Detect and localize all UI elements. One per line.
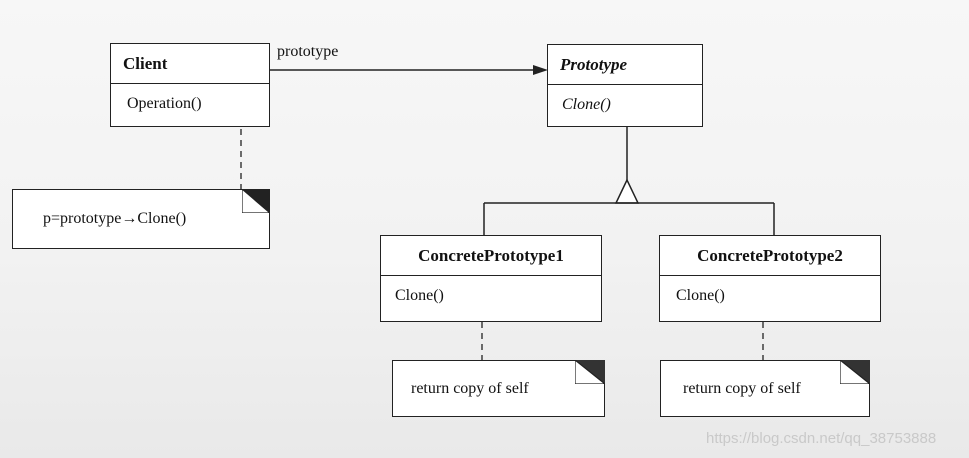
client-class-name: Client bbox=[111, 44, 269, 84]
client-note: p=prototype→Clone() bbox=[12, 189, 270, 249]
prototype-class-name: Prototype bbox=[548, 45, 702, 85]
watermark: https://blog.csdn.net/qq_38753888 bbox=[706, 430, 937, 447]
concrete2-note: return copy of self bbox=[660, 360, 870, 417]
note-fold-icon bbox=[840, 360, 870, 384]
association-label: prototype bbox=[277, 43, 339, 60]
association-arrowhead bbox=[533, 65, 548, 75]
concrete1-note-text: return copy of self bbox=[411, 379, 529, 397]
note-fold-icon bbox=[575, 360, 605, 384]
client-class: Client Operation() bbox=[110, 43, 270, 127]
client-note-text: p=prototype→Clone() bbox=[43, 210, 187, 227]
prototype-class: Prototype Clone() bbox=[547, 44, 703, 127]
concrete-prototype-2-operation: Clone() bbox=[676, 287, 725, 304]
concrete-prototype-1-name: ConcretePrototype1 bbox=[381, 236, 601, 276]
concrete-prototype-2-class: ConcretePrototype2 Clone() bbox=[659, 235, 881, 322]
client-operation: Operation() bbox=[127, 95, 202, 112]
concrete1-note: return copy of self bbox=[392, 360, 605, 417]
concrete-prototype-1-class: ConcretePrototype1 Clone() bbox=[380, 235, 602, 322]
inheritance-triangle bbox=[614, 178, 640, 204]
concrete-prototype-2-name: ConcretePrototype2 bbox=[660, 236, 880, 276]
concrete2-note-text: return copy of self bbox=[683, 379, 801, 397]
concrete-prototype-1-operation: Clone() bbox=[395, 287, 444, 304]
note-fold-icon bbox=[242, 189, 270, 213]
prototype-operation: Clone() bbox=[562, 96, 611, 113]
